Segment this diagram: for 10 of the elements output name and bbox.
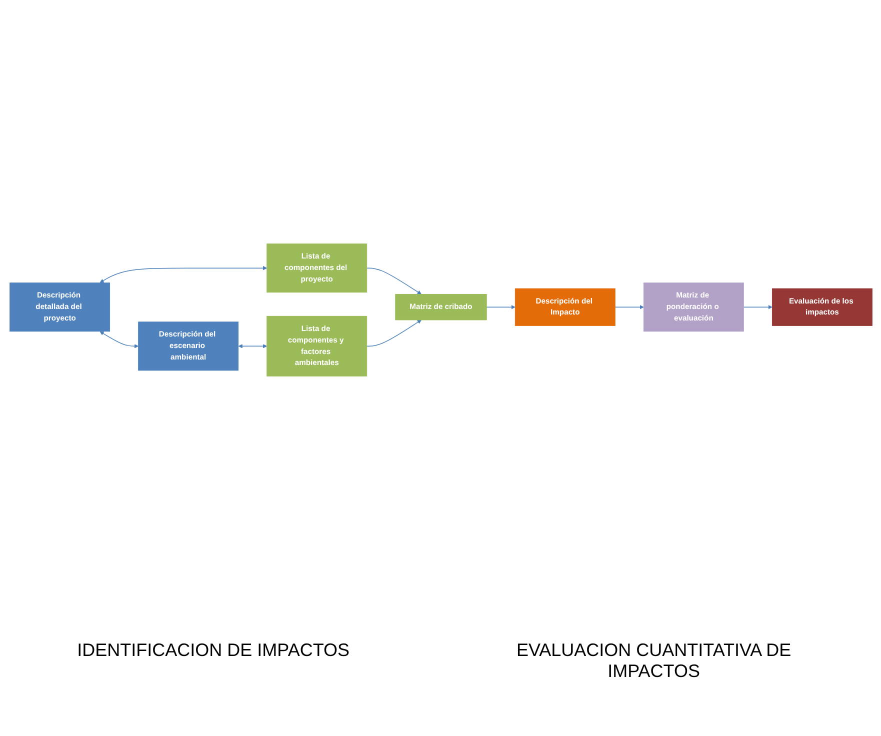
arrow — [99, 266, 267, 283]
section-label: EVALUACION CUANTITATIVA DE IMPACTOS — [515, 640, 792, 682]
arrow — [366, 320, 421, 347]
arrow — [614, 305, 644, 310]
arrow — [366, 268, 421, 294]
arrow — [99, 331, 138, 348]
arrow — [238, 344, 267, 348]
arrow — [486, 305, 515, 310]
section-label: IDENTIFICACION DE IMPACTOS — [77, 640, 350, 662]
arrow — [742, 305, 772, 310]
